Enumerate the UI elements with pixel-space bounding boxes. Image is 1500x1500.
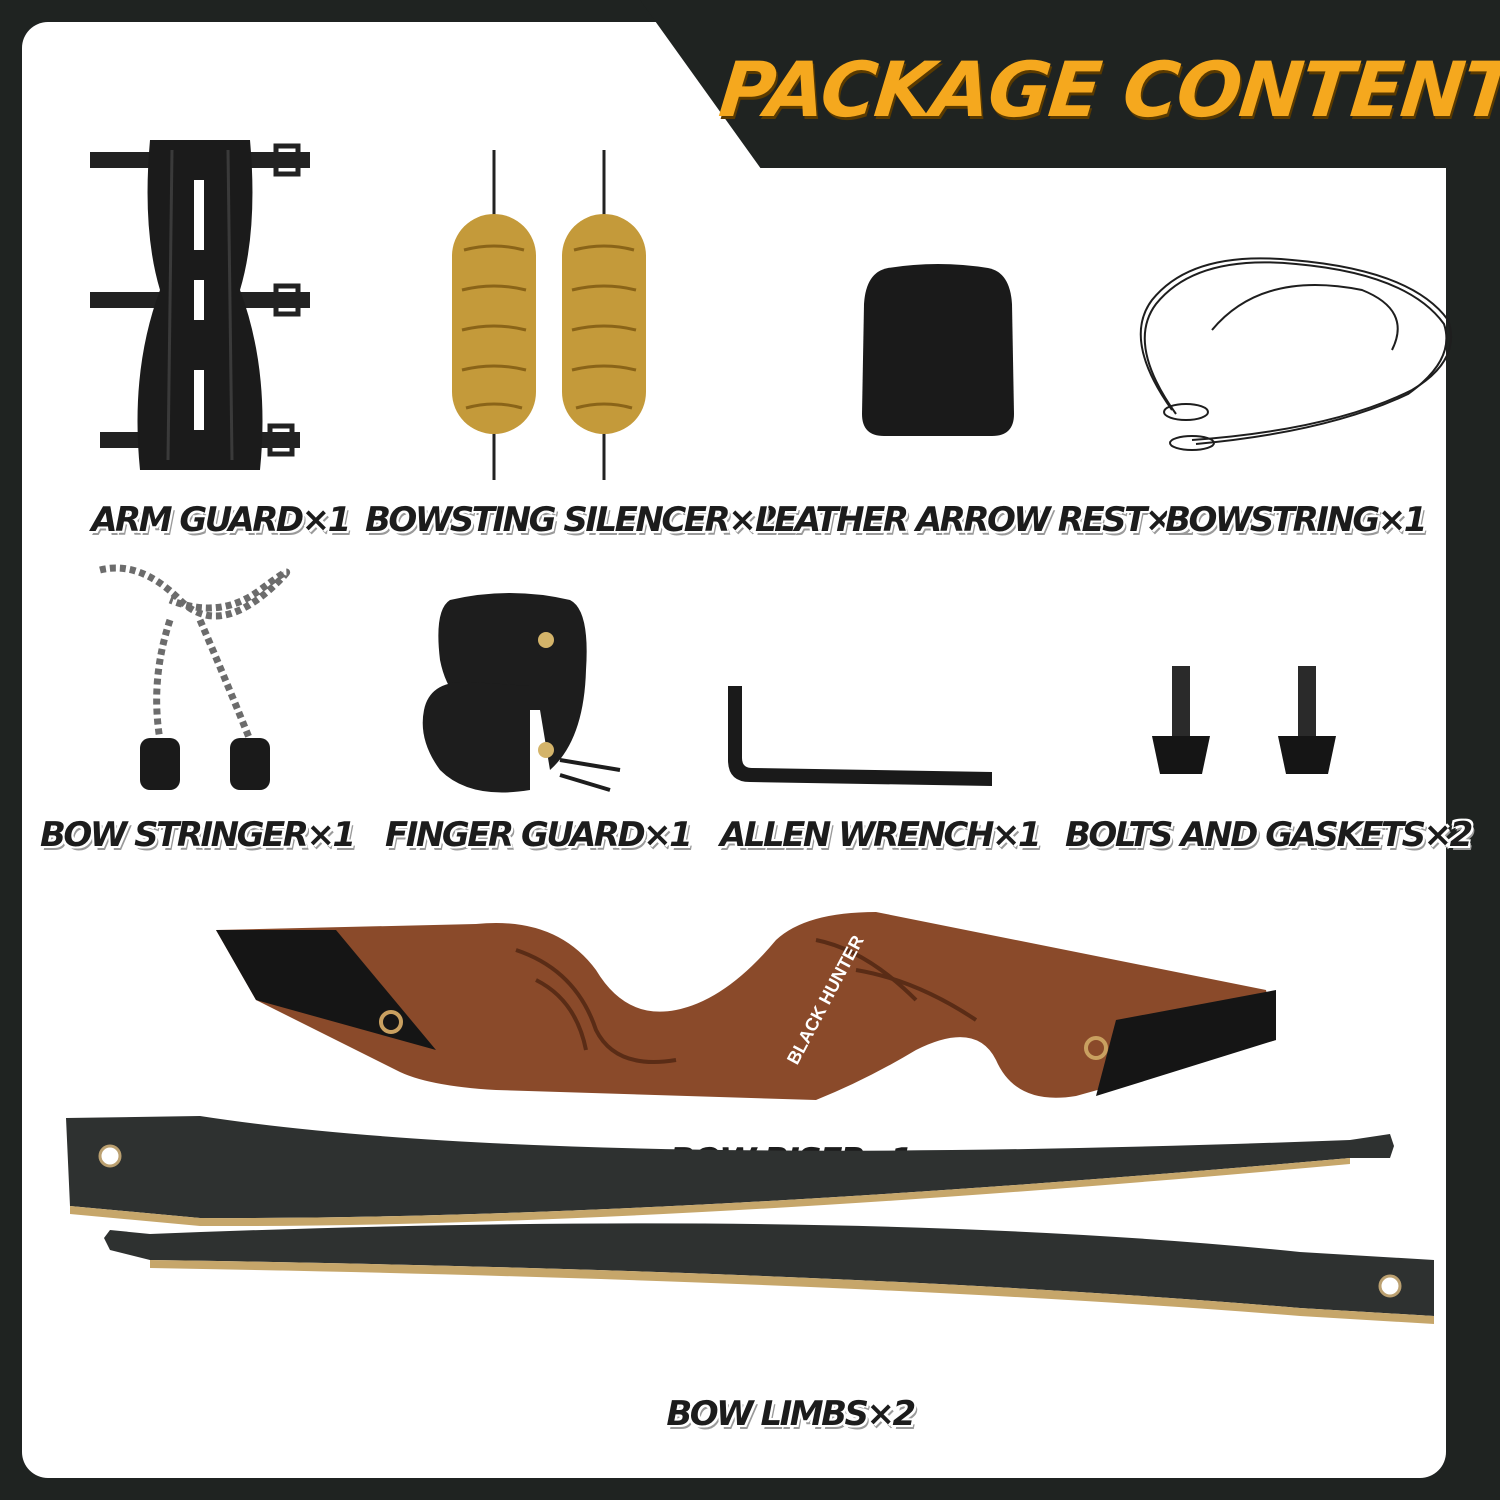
bowstring-image (1112, 240, 1462, 460)
stringer-image (80, 560, 320, 820)
bowstring-label: BOWSTRING×1 (1165, 500, 1427, 540)
bolts-image (1148, 660, 1348, 780)
limbs-image (50, 1110, 1450, 1450)
allen-wrench-label: ALLEN WRENCH×1 (720, 815, 1042, 855)
arrow-rest-label: LEATHER ARROW REST×1 (755, 500, 1195, 540)
stringer-label: BOW STRINGER×1 (40, 815, 356, 855)
silencer-label: BOWSTING SILENCER×2 (365, 500, 778, 540)
allen-wrench-image (720, 682, 1000, 792)
limbs-label: BOW LIMBS×2 (666, 1394, 916, 1434)
page-title: PACKAGE CONTENTS (715, 45, 1500, 134)
finger-guard-image (410, 590, 630, 810)
header-tab (640, 0, 1500, 168)
bolts-label: BOLTS AND GASKETS×2 (1065, 815, 1473, 855)
arm-guard-label: ARM GUARD×1 (91, 500, 351, 540)
arrow-rest-image (858, 264, 1018, 440)
arm-guard-image (80, 140, 320, 480)
silencer-image (440, 150, 660, 480)
finger-guard-label: FINGER GUARD×1 (385, 815, 693, 855)
riser-image (216, 910, 1296, 1110)
